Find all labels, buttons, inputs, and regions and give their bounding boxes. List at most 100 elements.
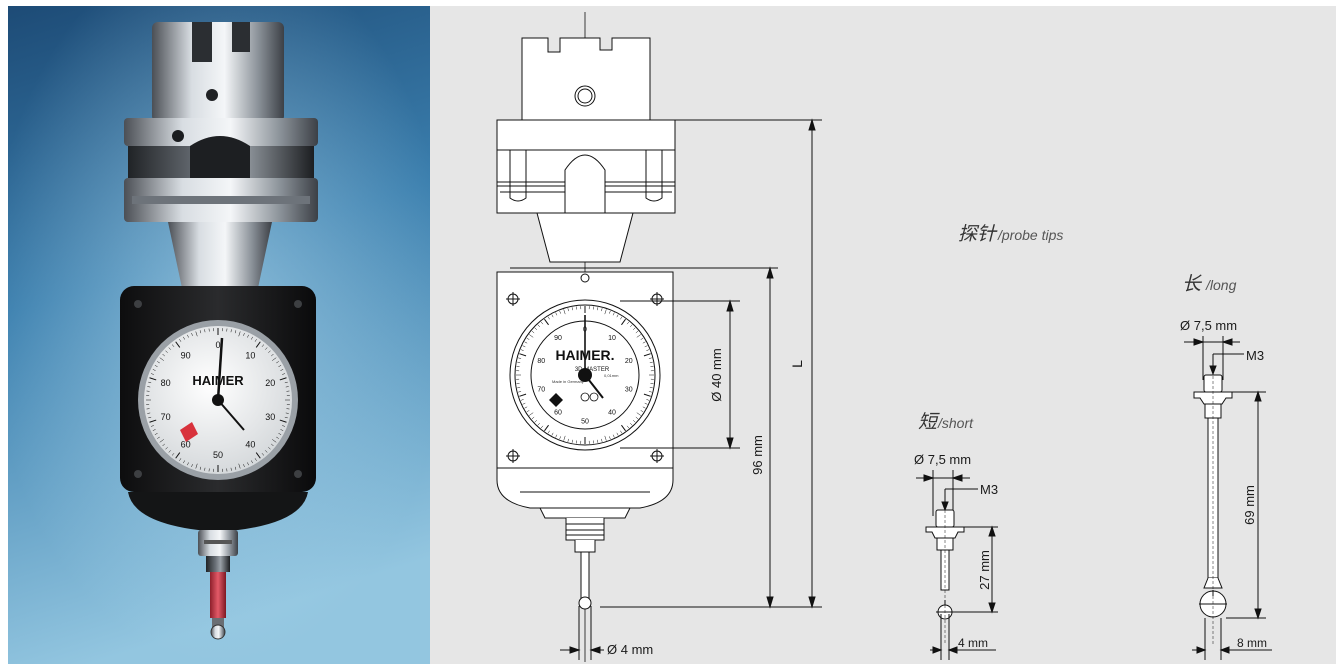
photo-dial-tick — [230, 329, 232, 333]
photo-dial-tick — [168, 347, 171, 350]
photo-dial-number: 60 — [181, 440, 191, 450]
dial-tick — [612, 312, 615, 316]
dial-tick — [626, 321, 630, 325]
dial-tick — [555, 312, 558, 316]
dim-96-label: 96 mm — [750, 435, 765, 475]
photo-dial-tick — [243, 464, 245, 468]
photo-dial-tick — [195, 463, 198, 469]
dial-tick — [519, 393, 527, 397]
dial-tick — [571, 307, 573, 311]
dial-tick — [563, 435, 566, 441]
photo-dial-tick — [234, 466, 237, 470]
photo-dial-tick — [150, 425, 154, 427]
photo-dial-tick — [278, 365, 282, 367]
dial-tick — [526, 410, 530, 413]
dial-tick — [648, 357, 652, 359]
photo-dial-number: 70 — [161, 412, 171, 422]
photo-dial-tick — [284, 381, 288, 384]
photo-dial-tick — [276, 361, 279, 364]
shank-outline — [496, 37, 676, 263]
photo-dial-tick — [254, 339, 257, 342]
photo-dial-tick — [187, 334, 189, 338]
long-probe: 长 /long Ø 7,5 mm M3 — [1180, 273, 1272, 660]
dial-tick — [604, 309, 607, 315]
dial-tick — [531, 416, 535, 420]
dial-tick — [612, 434, 615, 438]
photo-dial-tick — [261, 344, 265, 347]
dial-tick — [635, 416, 639, 420]
photo-dial-tick — [238, 331, 241, 337]
short-probe: 短 /short Ø 7,5 mm M3 — [914, 411, 998, 660]
photo-dial-tick — [171, 344, 175, 347]
dial-tick — [571, 439, 573, 443]
dial-tick — [547, 316, 550, 320]
photo-dial-tick — [204, 467, 206, 471]
photo-dial-tick — [279, 377, 287, 381]
dial-number: 60 — [554, 410, 562, 417]
photo-dial-tick — [271, 353, 274, 357]
photo-dial-tick — [168, 450, 171, 453]
dial-tick — [632, 419, 636, 423]
dim-dial-label: Ø 40 mm — [709, 348, 724, 401]
mounting-screws — [506, 292, 664, 463]
photo-dial-tick — [243, 332, 245, 336]
dial-number: 70 — [537, 387, 545, 394]
photo-dial-tick — [159, 439, 164, 443]
dial-tick — [544, 424, 549, 432]
photo-dial-number: 30 — [265, 412, 275, 422]
technical-drawing — [496, 12, 822, 662]
photo-dial-tick — [278, 433, 282, 435]
photo-dial-tick — [154, 365, 158, 367]
photo-dial-tick — [152, 429, 156, 431]
dim-96 — [640, 266, 778, 609]
dial-tick — [616, 314, 619, 318]
photo-dial-tick — [152, 369, 156, 371]
photo-dial-tick — [147, 412, 151, 414]
dial-tick — [643, 353, 651, 357]
dial-ticks — [516, 306, 654, 444]
long-stem-dia: Ø 7,5 mm — [1180, 318, 1237, 333]
photo-dial-tick — [276, 436, 279, 439]
dial-tick — [526, 337, 530, 340]
dial-tick — [601, 308, 603, 312]
dial-tick — [544, 318, 549, 326]
dial-tick — [597, 307, 599, 311]
photo-dial-tick — [282, 373, 286, 375]
dial-tick — [621, 424, 626, 432]
dial-tick — [567, 308, 569, 312]
photo-dial-tick — [251, 336, 253, 340]
dial-number: 40 — [608, 410, 616, 417]
photo-dial-tick — [272, 439, 277, 443]
short-label-cn: 短 — [918, 411, 940, 433]
dial-tick — [547, 430, 550, 434]
dial-tick — [640, 410, 644, 413]
photo-dial-tick — [255, 452, 261, 459]
photo-hsk-shank — [124, 22, 318, 288]
dim-tip-label: Ø 4 mm — [607, 642, 653, 657]
dial-tick — [620, 316, 623, 320]
dial-tick — [524, 406, 528, 409]
dial-tick — [519, 353, 527, 357]
photo-dial-number: 0 — [215, 340, 220, 350]
dial-tick — [644, 345, 648, 348]
dial-tick — [529, 334, 534, 338]
dial-number: 30 — [625, 387, 633, 394]
photo-dial-tick — [255, 341, 261, 348]
photo-dial-tick — [285, 412, 289, 414]
photo-dial-tick — [284, 416, 288, 419]
dial-tick — [559, 310, 561, 314]
dial-tick — [518, 391, 522, 393]
photo-dial-tick — [175, 341, 181, 348]
photo-dial-tick — [261, 453, 265, 456]
photo-dial-tick — [165, 447, 168, 450]
dial-tick — [620, 430, 623, 434]
dim-dial — [620, 299, 740, 450]
dial-number: 80 — [537, 358, 545, 365]
dim-tip — [560, 606, 604, 660]
probe-tips-heading-cn: 探针 — [958, 223, 998, 245]
dial-tick — [604, 435, 607, 441]
dial-tick — [629, 324, 633, 328]
dial-tick — [616, 432, 619, 436]
